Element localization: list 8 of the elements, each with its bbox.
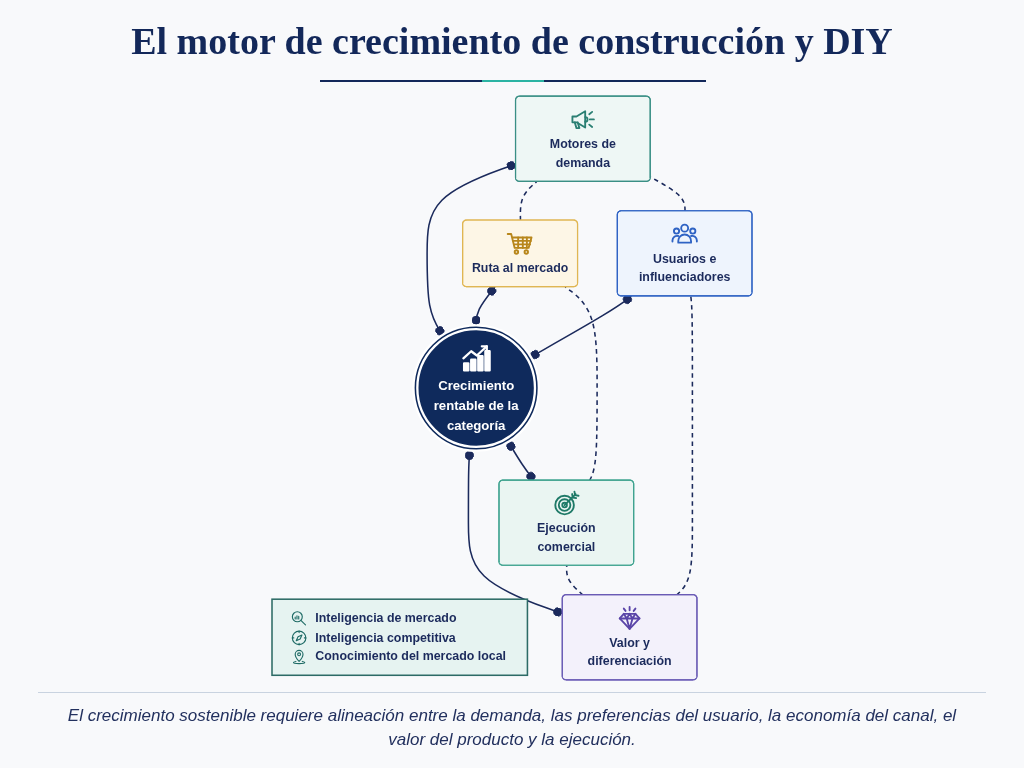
connector bbox=[519, 180, 538, 222]
connector bbox=[529, 294, 633, 360]
connector bbox=[564, 286, 598, 482]
node-box: Inteligencia de mercado Inteligencia competitiva Conocimiento del mercado local bbox=[271, 598, 529, 677]
connector bbox=[675, 295, 694, 596]
caption: El crecimiento sostenible requiere alineación entre la demanda, las preferencias del usuario, la economía del canal, el valor del producto y la ejecución. bbox=[66, 705, 958, 751]
connector bbox=[506, 441, 536, 482]
title: El motor de crecimiento de construcción y DIY bbox=[130, 19, 894, 64]
